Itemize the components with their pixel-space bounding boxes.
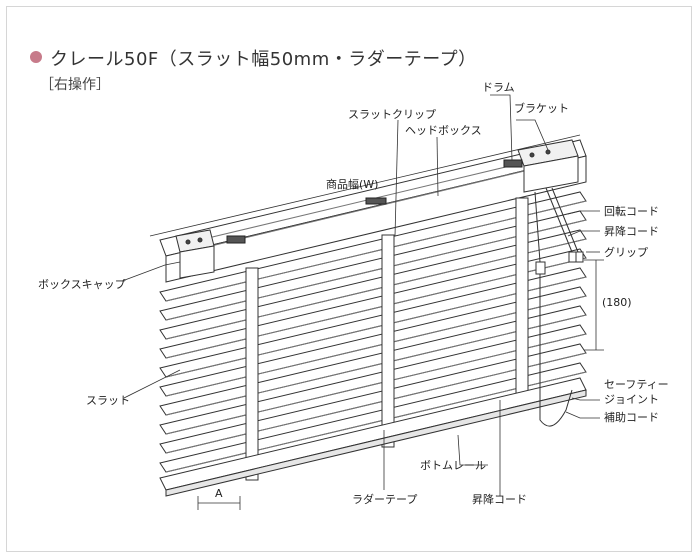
label-drum: ドラム — [482, 81, 515, 94]
label-rotation-cord: 回転コード — [604, 205, 659, 218]
label-head-box: ヘッドボックス — [405, 124, 482, 137]
label-safety-joint-1: セーフティー — [604, 378, 669, 391]
label-grip: グリップ — [604, 245, 648, 259]
label-lift-cord-bottom: 昇降コード — [472, 492, 527, 506]
diagram-subtitle: ［右操作］ — [40, 77, 110, 93]
label-auxiliary-cord: 補助コード — [604, 410, 659, 424]
bottom-rail — [159, 377, 587, 497]
label-ladder-tape: ラダーテープ — [352, 492, 417, 506]
slats-group — [159, 191, 587, 473]
label-product-width: 商品幅(W) — [326, 177, 378, 191]
box-cap-left — [175, 229, 215, 279]
operating-cords — [534, 187, 584, 427]
label-safety-joint-2: ジョイント — [604, 393, 659, 406]
label-bracket: ブラケット — [514, 101, 569, 115]
leader-lines — [121, 94, 604, 510]
title-bullet-icon — [30, 51, 42, 63]
diagram-title: クレール50F（スラット幅50mm・ラダーテープ） — [50, 49, 477, 70]
drum-mechanism-icon — [226, 159, 523, 244]
label-box-cap: ボックスキャップ — [38, 278, 126, 291]
label-slat-clip: スラットクリップ — [348, 108, 436, 121]
diagram-frame — [6, 6, 692, 552]
label-lift-cord-right: 昇降コード — [604, 224, 659, 238]
label-dim-a: A — [215, 487, 223, 500]
label-bottom-rail: ボトムレール — [420, 459, 486, 472]
label-slat: スラット — [86, 394, 130, 407]
ladder-tapes — [245, 197, 529, 481]
label-dim-180: (180) — [602, 296, 632, 309]
